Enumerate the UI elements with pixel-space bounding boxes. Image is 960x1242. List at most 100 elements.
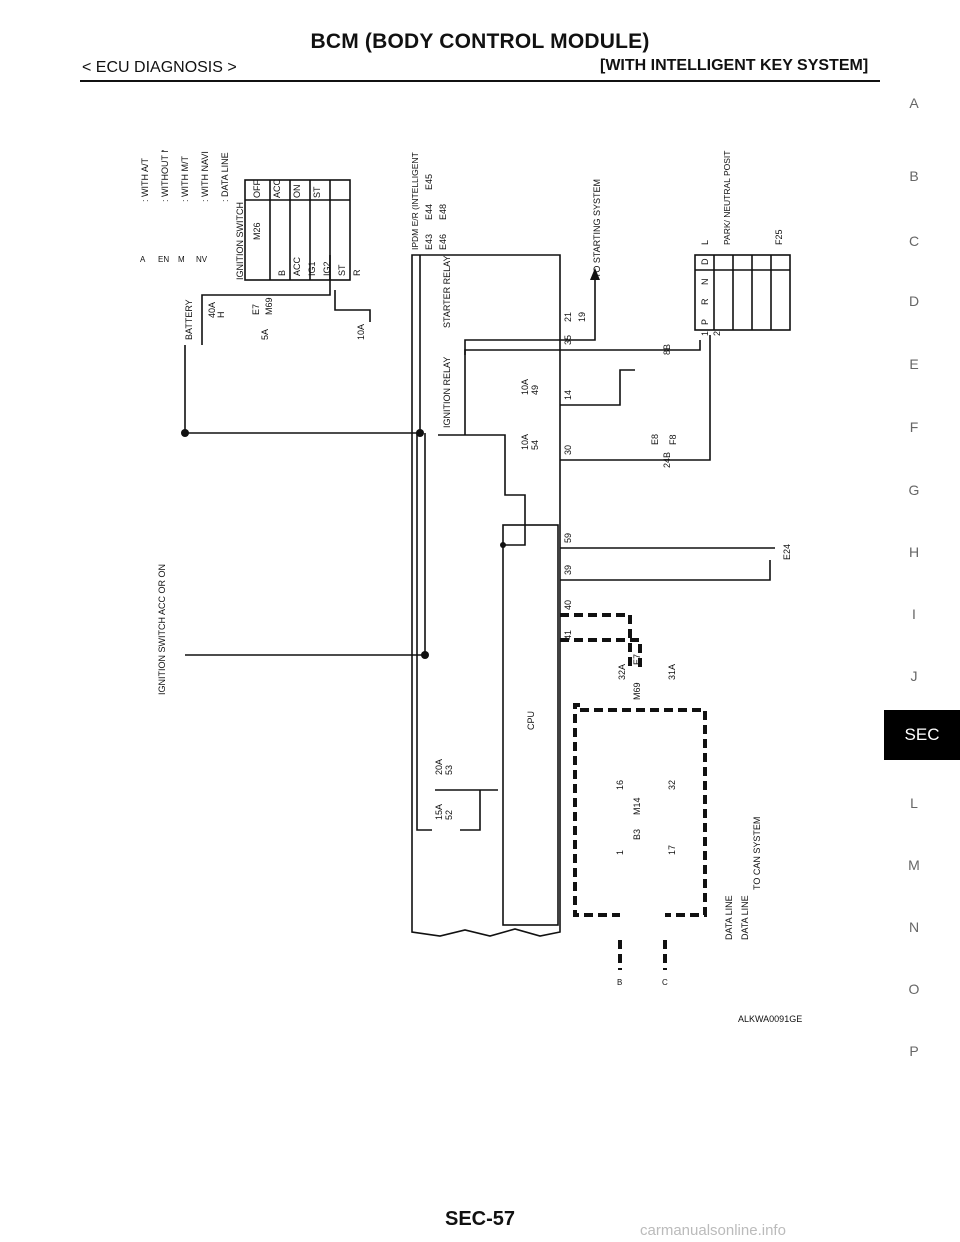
pnp-pin-2: 2: [712, 331, 722, 336]
switch-row-acc: ACC: [292, 256, 302, 276]
pin-14: 14: [563, 390, 573, 400]
ground-conn: E24: [782, 544, 792, 560]
legend-en: : WITHOUT NAVI: [160, 150, 170, 202]
side-index-b[interactable]: B: [909, 168, 919, 184]
pnp-pos-l: L: [700, 240, 710, 245]
fuse-10a-top-label: 10A: [356, 324, 366, 340]
legend-a: : WITH A/T: [140, 157, 150, 202]
terminal-b: B: [617, 978, 622, 987]
watermark: carmanualsonline.info: [640, 1222, 786, 1239]
side-index-i[interactable]: I: [912, 606, 916, 622]
page-number: SEC-57: [444, 1208, 516, 1230]
side-index-h[interactable]: H: [908, 544, 920, 560]
side-index-l[interactable]: L: [910, 795, 918, 811]
relay-fuse-a-num: 49: [530, 385, 540, 395]
switch-row-st: ST: [337, 264, 347, 276]
fuse-15a-num: 52: [444, 810, 454, 820]
ignition-switch-conn: M26: [252, 222, 262, 240]
fuse-5a-label: 5A: [260, 329, 270, 340]
pnp-pos-d: D: [700, 258, 710, 265]
ipdm-conn-e46: E46: [438, 234, 448, 250]
fuse-40a-letter: H: [216, 312, 226, 319]
ipdm-conn-e45: E45: [424, 174, 434, 190]
switch-header-acc: ACC: [272, 178, 282, 198]
side-index-e[interactable]: E: [909, 356, 919, 372]
legend-nv: : WITH NAVI: [200, 151, 210, 202]
side-index-d[interactable]: D: [908, 293, 920, 309]
terminal-c: C: [662, 978, 668, 987]
switch-header-off: OFF: [252, 180, 262, 198]
data-conn-32: 32: [667, 780, 677, 790]
ignition-switch-acc-label: IGNITION SWITCH ACC OR ON: [157, 564, 167, 695]
data-conn-b3: B3: [632, 829, 642, 840]
relay-fuse-a-label: 10A: [520, 379, 530, 395]
side-index-p[interactable]: P: [909, 1043, 919, 1059]
switch-row-b: B: [277, 270, 287, 276]
conn-8b: 8B: [662, 344, 672, 355]
side-index-sec-tab[interactable]: SEC: [884, 710, 960, 760]
legend-data-line: : DATA LINE: [220, 152, 230, 202]
relay-fuse-b-num: 54: [530, 440, 540, 450]
cpu-label: CPU: [526, 711, 536, 730]
to-starting-system: TO STARTING SYSTEM: [592, 179, 602, 278]
side-index-j[interactable]: J: [910, 668, 918, 684]
pnp-pos-p: P: [700, 319, 710, 325]
side-index: A B C D E F G H I J SEC L M N O P: [884, 95, 960, 1075]
starter-relay-label: STARTER RELAY: [442, 255, 452, 328]
conn-e7-label: E7: [251, 304, 261, 315]
page-subtitle: [WITH INTELLIGENT KEY SYSTEM]: [600, 57, 869, 74]
to-can-system: TO CAN SYSTEM: [752, 817, 762, 890]
ignition-switch-label: IGNITION SWITCH: [235, 202, 245, 280]
legend-code-en: EN: [158, 255, 169, 264]
data-line-label-2: DATA LINE: [740, 895, 750, 940]
header-rule: [80, 80, 880, 82]
switch-header-st: ST: [312, 186, 322, 198]
ignition-relay-label: IGNITION RELAY: [442, 357, 452, 428]
side-index-c[interactable]: C: [908, 233, 920, 249]
data-conn-17: 17: [667, 845, 677, 855]
ipdm-conn-e48: E48: [438, 204, 448, 220]
data-conn-m14: M14: [632, 797, 642, 815]
section-label: < ECU DIAGNOSIS >: [82, 59, 237, 76]
pnp-conn: F25: [774, 229, 784, 245]
conn-24b: 24B: [662, 452, 672, 468]
side-index-a[interactable]: A: [909, 95, 919, 111]
side-index-n[interactable]: N: [908, 919, 920, 935]
conn-f8: F8: [668, 434, 678, 445]
fuse-40a-label: 40A: [207, 302, 217, 318]
fuse-20a-label: 20A: [434, 759, 444, 775]
side-index-o[interactable]: O: [908, 981, 920, 997]
ipdm-conn-e44: E44: [424, 204, 434, 220]
legend-code-m: M: [178, 255, 185, 264]
data-conn-e7: E7: [632, 654, 642, 665]
pin-30: 30: [563, 445, 573, 455]
pnp-pin-1: 1: [700, 331, 710, 336]
switch-row-ig2: IG2: [322, 261, 332, 276]
data-conn-m69: M69: [632, 682, 642, 700]
legend-code-a: A: [140, 255, 146, 264]
pin-19: 19: [577, 312, 587, 322]
side-index-f[interactable]: F: [909, 419, 919, 435]
data-line-label-1: DATA LINE: [724, 895, 734, 940]
wiring-diagram: BATTERY 40A H 5A E7 M69 10A IGNITION SWI…: [140, 150, 792, 987]
relay-fuse-b-label: 10A: [520, 434, 530, 450]
switch-row-r: R: [352, 269, 362, 276]
side-index-m[interactable]: M: [908, 857, 920, 873]
switch-row-ig1: IG1: [307, 261, 317, 276]
data-conn-1: 1: [615, 850, 625, 855]
pin-40: 40: [563, 600, 573, 610]
side-index-g[interactable]: G: [908, 482, 920, 498]
pin-41: 41: [563, 630, 573, 640]
pin-59: 59: [563, 533, 573, 543]
pnp-switch-label: PARK/ NEUTRAL POSITION (PNP) SWITCH: [722, 150, 732, 245]
figure-code: ALKWA0091GE: [738, 1014, 803, 1024]
data-conn-32a: 32A: [617, 664, 627, 680]
battery-label: BATTERY: [184, 299, 194, 340]
pnp-pos-r: R: [700, 298, 710, 305]
pnp-pos-n: N: [700, 279, 710, 286]
pin-21: 21: [563, 312, 573, 322]
data-conn-31a: 31A: [667, 664, 677, 680]
page-title: BCM (BODY CONTROL MODULE): [310, 30, 650, 53]
ipdm-label: IPDM E/R (INTELLIGENT POWER DISTRIBUTION…: [410, 150, 420, 250]
switch-header-on: ON: [292, 185, 302, 199]
